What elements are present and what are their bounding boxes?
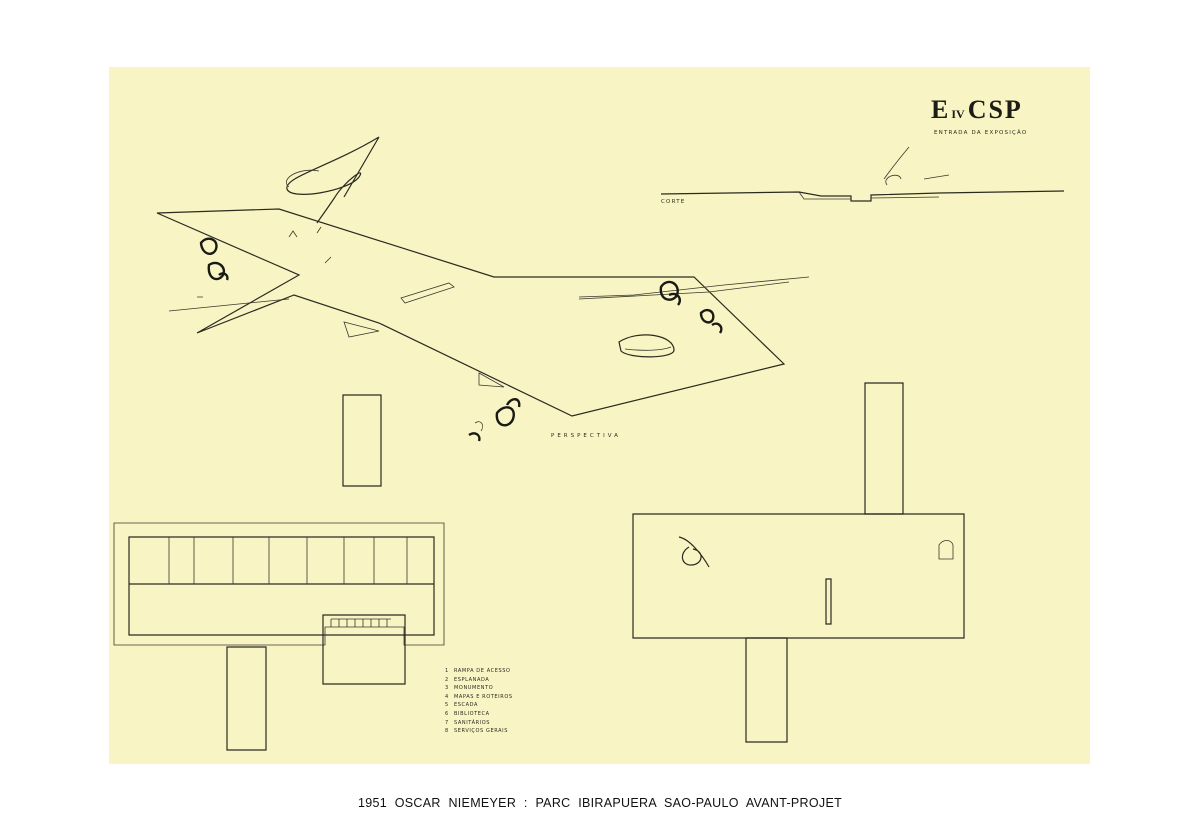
perspective-label: PERSPECTIVA <box>551 433 621 439</box>
plan-left <box>113 522 445 751</box>
section-label: CORTE <box>661 199 686 205</box>
title-sub-iv: IV <box>951 107 965 121</box>
title-letters-csp: CSP <box>967 95 1023 124</box>
architectural-drawing <box>113 136 1065 751</box>
title-letter-e: E <box>931 95 951 124</box>
ramp-plan-small <box>342 394 382 487</box>
section-drawing <box>660 146 1065 202</box>
tree-clusters <box>197 226 723 442</box>
monument-spiral <box>286 136 380 224</box>
perspective-platform <box>156 208 810 417</box>
sheet-subtitle: ENTRADA DA EXPOSIÇÃO <box>934 130 1028 136</box>
oval-pavilion <box>618 334 675 358</box>
plan-right <box>632 382 965 743</box>
page-caption: 1951 OSCAR NIEMEYER : PARC IBIRAPUERA SA… <box>357 796 843 810</box>
